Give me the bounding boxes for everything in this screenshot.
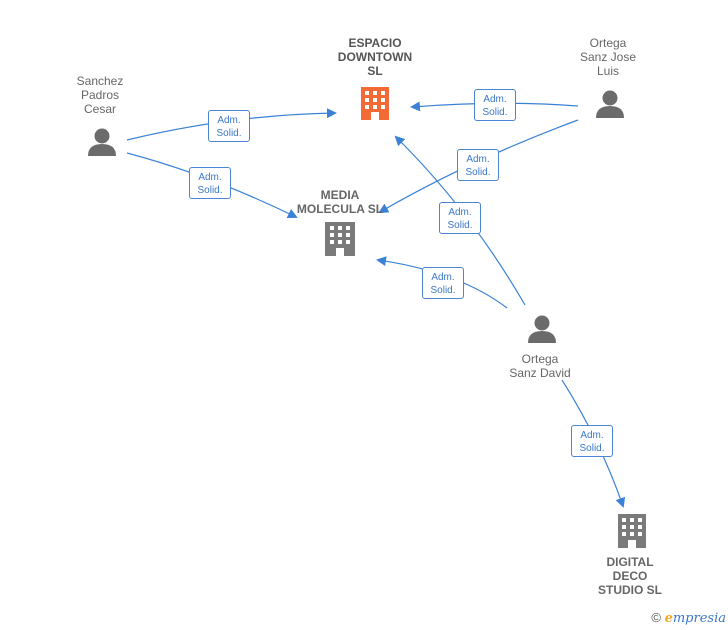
edge-label-line2: Solid. <box>197 185 223 196</box>
node-label-ortega-jose-luis: Ortega Sanz Jose Luis <box>579 36 637 78</box>
edge-label-ortega-david-espacio: Adm. Solid. <box>439 202 481 234</box>
building-icon <box>618 514 646 548</box>
building-icon <box>361 87 389 120</box>
edge-label-line1: Adm. <box>466 154 490 165</box>
edge-label-line1: Adm. <box>483 94 507 105</box>
brand-logo: empresia <box>665 611 726 626</box>
edge-label-line2: Solid. <box>430 285 456 296</box>
person-icon <box>596 90 624 118</box>
brand-name: mpresia <box>672 611 726 626</box>
node-label-espacio-downtown: ESPACIO DOWNTOWN SL <box>337 36 413 78</box>
person-icon <box>88 128 116 156</box>
footer-brand: © empresia <box>651 610 726 626</box>
edge-label-line1: Adm. <box>448 207 472 218</box>
edge-label-ortega-jose-media: Adm. Solid. <box>457 149 499 181</box>
node-label-media-molecula: MEDIA MOLECULA SL <box>296 188 384 216</box>
edge-label-line1: Adm. <box>580 430 604 441</box>
edge-label-sanchez-espacio: Adm. Solid. <box>208 110 250 142</box>
edge-label-sanchez-media: Adm. Solid. <box>189 167 231 199</box>
copyright-symbol: © <box>651 610 661 625</box>
person-icon <box>528 315 556 343</box>
node-label-digital-deco: DIGITAL DECO STUDIO SL <box>597 555 662 597</box>
edge-label-line2: Solid. <box>465 167 491 178</box>
edges <box>126 101 626 508</box>
edge-label-line1: Adm. <box>198 172 222 183</box>
edge-label-ortega-david-digital: Adm. Solid. <box>571 425 613 457</box>
edge-label-ortega-david-media: Adm. Solid. <box>422 267 464 299</box>
node-label-ortega-david: Ortega Sanz David <box>509 352 571 380</box>
edge-label-line2: Solid. <box>447 220 473 231</box>
edge-label-line1: Adm. <box>431 272 455 283</box>
building-icon <box>325 222 355 256</box>
edge-label-ortega-jose-espacio: Adm. Solid. <box>474 89 516 121</box>
edge-label-line2: Solid. <box>482 107 508 118</box>
node-label-sanchez-padros: Sanchez Padros Cesar <box>76 74 124 116</box>
edge-label-line2: Solid. <box>216 128 242 139</box>
edge-label-line1: Adm. <box>217 115 241 126</box>
edge-label-line2: Solid. <box>579 443 605 454</box>
brand-initial: e <box>664 611 673 626</box>
